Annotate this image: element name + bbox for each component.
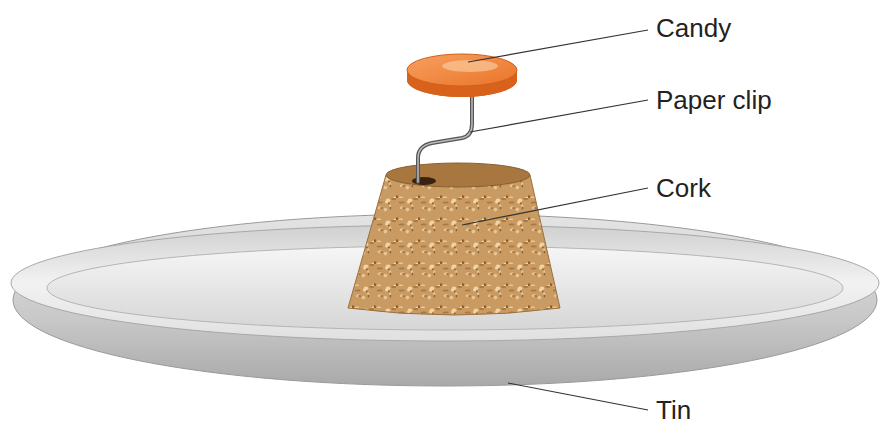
part-label: Cork bbox=[656, 175, 711, 201]
part-label: Tin bbox=[656, 397, 691, 423]
cork-body bbox=[348, 175, 560, 315]
candy-top bbox=[407, 54, 517, 86]
leader-line bbox=[462, 188, 648, 225]
part-label: Candy bbox=[656, 15, 731, 41]
leader-line bbox=[470, 100, 648, 132]
paper-clip bbox=[418, 86, 472, 182]
paper-clip-shine bbox=[418, 86, 472, 182]
part-label: Paper clip bbox=[656, 87, 772, 113]
leader-line bbox=[468, 30, 648, 62]
cork-hole bbox=[412, 177, 436, 185]
cork-top bbox=[386, 163, 530, 187]
leader-line bbox=[508, 383, 648, 410]
